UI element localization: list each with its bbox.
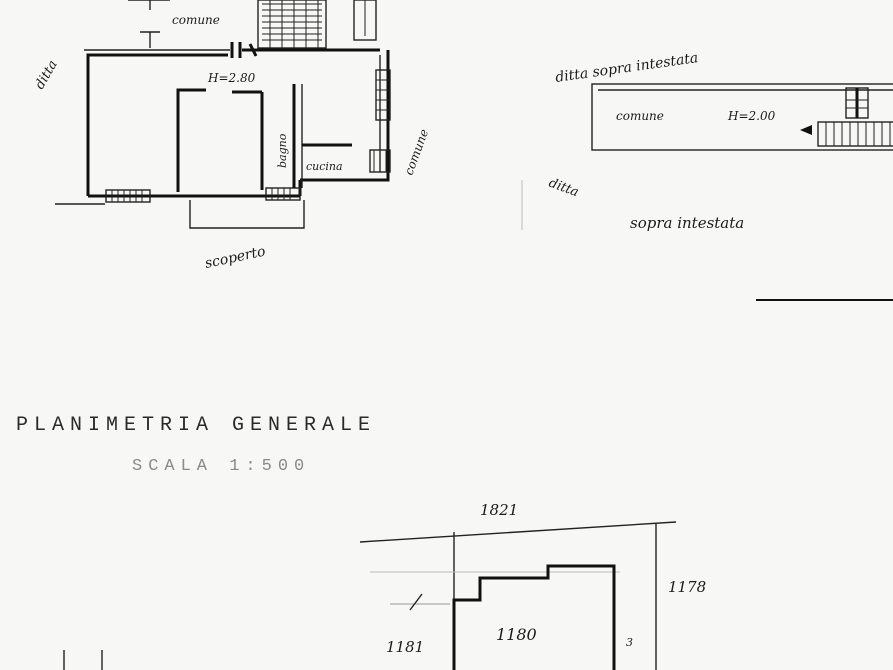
stair-top — [257, 0, 377, 49]
label-sopra-intestata: sopra intestata — [630, 214, 744, 232]
label-ditta-left: ditta — [32, 58, 60, 92]
label-comune-upper: comune — [616, 109, 664, 123]
site-plan-title: PLANIMETRIA GENERALE — [16, 414, 376, 437]
parcel-1180: 1180 — [496, 625, 537, 644]
label-ditta-upper: ditta — [547, 176, 581, 201]
label-height: H=2.80 — [207, 71, 256, 85]
label-ditta-sopra-intestata: ditta sopra intestata — [554, 50, 699, 86]
parcel-1181: 1181 — [386, 638, 424, 656]
ground-floor-plan — [55, 0, 391, 229]
label-comune-side: comune — [402, 127, 432, 177]
label-cucina: cucina — [306, 160, 343, 173]
window-hatching — [105, 69, 391, 203]
label-scoperto: scoperto — [204, 243, 267, 271]
parcel-1178: 1178 — [668, 578, 706, 596]
upper-floor-plan — [521, 83, 893, 301]
label-height-upper: H=2.00 — [727, 109, 776, 123]
site-plan-scale: SCALA 1:500 — [132, 457, 310, 476]
parcel-1821: 1821 — [480, 501, 518, 519]
parcel-side-mark: 3 — [626, 636, 633, 649]
site-plan-map — [63, 521, 677, 670]
label-comune-top: comune — [172, 13, 220, 27]
label-bagno: bagno — [276, 133, 289, 168]
